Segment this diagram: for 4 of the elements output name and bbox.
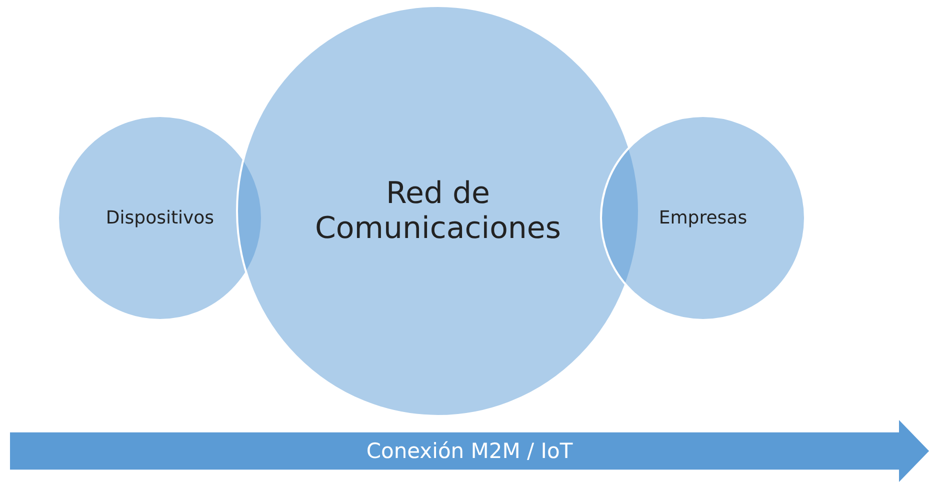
circle-label: Dispositivos	[104, 208, 216, 228]
arrow-label: Conexión M2M / IoT	[365, 439, 574, 463]
circle-label: Empresas	[658, 208, 748, 228]
circle-label: Red de Comunicaciones	[314, 176, 562, 246]
